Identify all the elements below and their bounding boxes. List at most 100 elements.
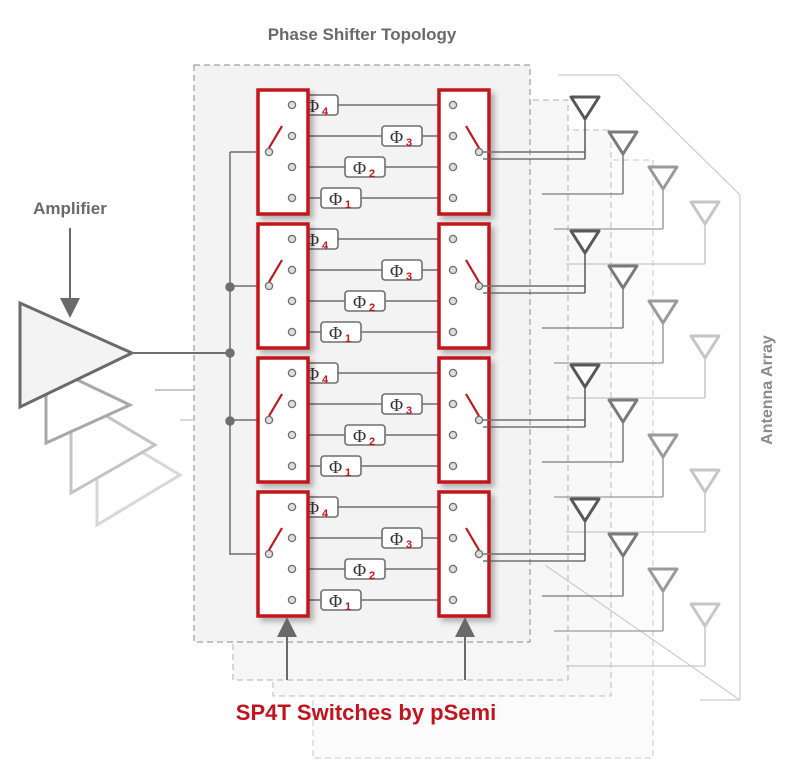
- antenna-triangle: [647, 165, 679, 191]
- switch-throw-contact: [448, 131, 458, 141]
- antenna-element: [554, 433, 679, 498]
- phase-box: [381, 259, 423, 281]
- phase-box: [381, 527, 423, 549]
- phase-index: 1: [345, 467, 351, 479]
- antenna-element: [566, 200, 721, 265]
- phase-index: 3: [406, 539, 412, 551]
- phase-symbol: Φ: [329, 323, 342, 343]
- switch-throw-contact: [287, 533, 297, 543]
- phase-index: 3: [406, 271, 412, 283]
- phase-box: [344, 424, 386, 446]
- antenna-element: [483, 95, 601, 160]
- switch-blade: [465, 393, 480, 417]
- switch-throw-contact: [448, 234, 458, 244]
- phase-index: 4: [322, 240, 329, 252]
- antenna-triangle: [607, 532, 639, 558]
- sp4t-switch-input: [256, 88, 310, 216]
- phase-box: [320, 187, 362, 209]
- switch-pole: [264, 549, 274, 559]
- antenna-triangle: [607, 130, 639, 156]
- antenna-array-label: Antenna Array: [759, 335, 776, 445]
- antenna-triangle: [569, 229, 601, 255]
- phase-box: [344, 156, 386, 178]
- antenna-triangle: [689, 468, 721, 494]
- phase-symbol: Φ: [390, 261, 403, 281]
- antenna-triangle: [607, 264, 639, 290]
- switch-throw-contact: [448, 502, 458, 512]
- switch-throw-contact: [287, 131, 297, 141]
- antenna-element: [566, 468, 721, 533]
- switch-throw-contact: [287, 430, 297, 440]
- phase-box: [320, 321, 362, 343]
- antenna-element: [554, 165, 679, 230]
- switch-throw-contact: [448, 595, 458, 605]
- switch-pole: [474, 415, 484, 425]
- phase-index: 2: [369, 570, 375, 582]
- switch-pole: [474, 281, 484, 291]
- phase-index: 4: [322, 374, 329, 386]
- phase-symbol: Φ: [353, 560, 366, 580]
- antenna-triangle: [647, 299, 679, 325]
- switch-throw-contact: [287, 595, 297, 605]
- sp4t-switch-input: [256, 490, 310, 618]
- switch-blade: [465, 527, 480, 551]
- switch-caption: SP4T Switches by pSemi: [236, 700, 496, 725]
- switch-throw-contact: [287, 234, 297, 244]
- antenna-element: [483, 363, 601, 428]
- switch-throw-contact: [287, 502, 297, 512]
- switch-throw-contact: [287, 461, 297, 471]
- antenna-element: [566, 602, 721, 667]
- antenna-element: [554, 567, 679, 632]
- switch-throw-contact: [448, 430, 458, 440]
- switch-throw-contact: [448, 564, 458, 574]
- phase-box: [320, 455, 362, 477]
- antenna-element: [542, 264, 639, 329]
- phase-symbol: Φ: [353, 292, 366, 312]
- switch-throw-contact: [287, 100, 297, 110]
- phase-symbol: Φ: [390, 395, 403, 415]
- phase-index: 2: [369, 168, 375, 180]
- phase-index: 3: [406, 137, 412, 149]
- phase-index: 1: [345, 199, 351, 211]
- amplifier-1: [18, 300, 136, 410]
- switch-throw-contact: [448, 296, 458, 306]
- antenna-array: [483, 95, 721, 667]
- antenna-triangle: [689, 602, 721, 628]
- switch-pole: [474, 549, 484, 559]
- switch-blade: [268, 125, 283, 149]
- switch-throw-contact: [287, 265, 297, 275]
- switch-throw-contact: [287, 162, 297, 172]
- antenna-triangle: [569, 497, 601, 523]
- phase-index: 4: [322, 508, 329, 520]
- switch-throw-contact: [287, 399, 297, 409]
- phase-symbol: Φ: [329, 189, 342, 209]
- switch-throw-contact: [287, 193, 297, 203]
- sp4t-switch-input: [256, 222, 310, 350]
- phase-index: 1: [345, 601, 351, 613]
- switch-throw-contact: [448, 399, 458, 409]
- sp4t-switch-output: [437, 222, 491, 350]
- switch-throw-contact: [287, 564, 297, 574]
- phase-box: [320, 589, 362, 611]
- switch-blade: [268, 259, 283, 283]
- antenna-triangle: [647, 567, 679, 593]
- antenna-element: [483, 229, 601, 294]
- switch-pole: [474, 147, 484, 157]
- antenna-element: [554, 299, 679, 364]
- phase-box: [381, 393, 423, 415]
